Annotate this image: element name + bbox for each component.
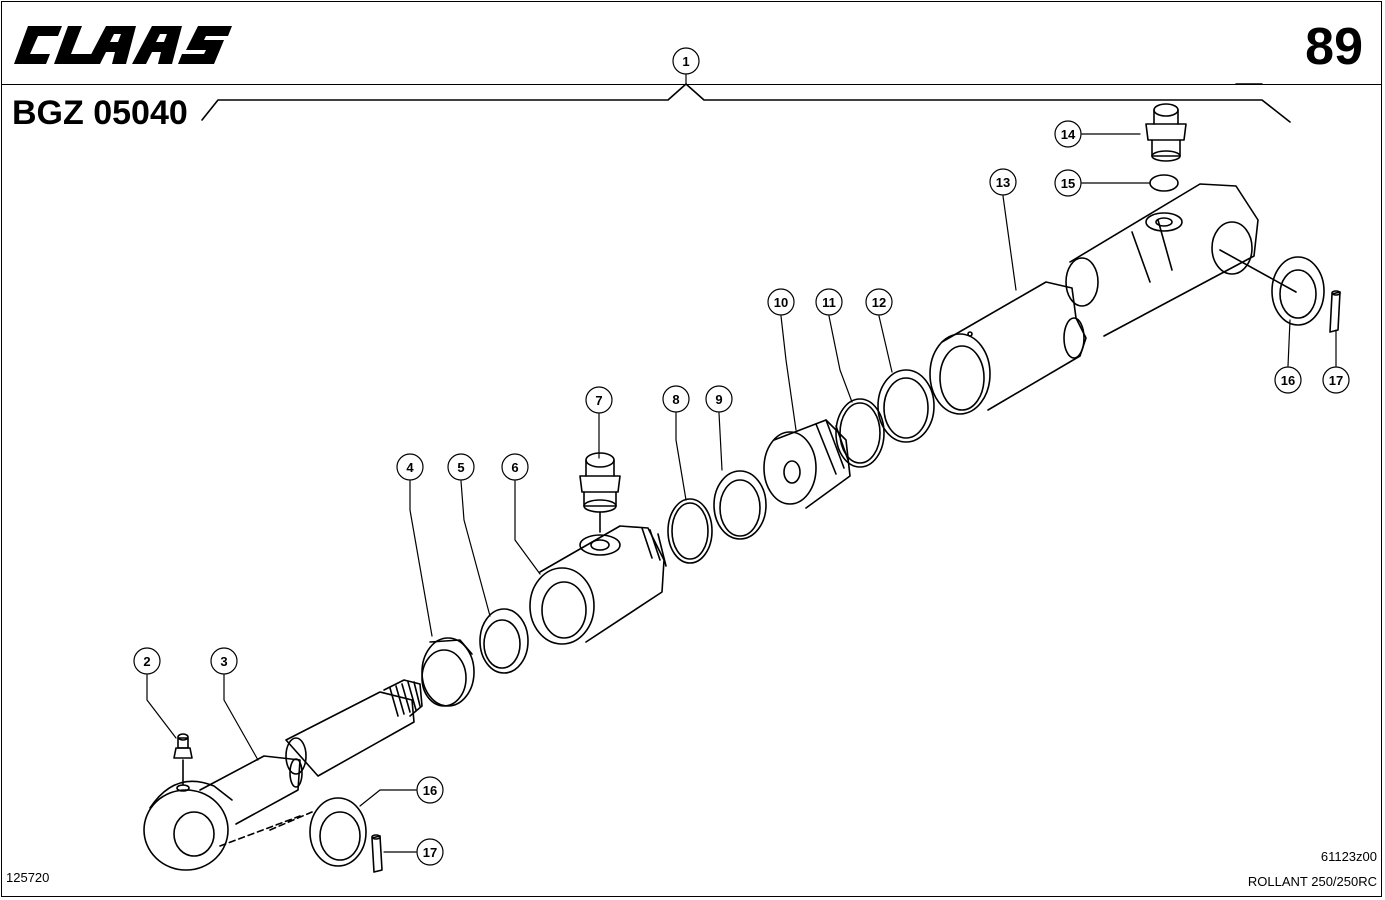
piston-seal-inner (839, 402, 881, 464)
svg-text:14: 14 (1061, 127, 1076, 142)
svg-text:16: 16 (1281, 373, 1295, 388)
pin-left-part (371, 834, 383, 873)
fitting-top-part (1145, 103, 1187, 162)
o-ring-inner (671, 502, 709, 560)
backup-ring-part (713, 470, 767, 540)
svg-text:7: 7 (595, 393, 602, 408)
svg-text:17: 17 (423, 845, 437, 860)
callout-17-right: 17 (1322, 366, 1350, 394)
rod-seal-part (479, 608, 529, 674)
cylinder-tube-part (929, 183, 1259, 415)
svg-text:11: 11 (822, 295, 836, 310)
callout-16-left: 16 (416, 776, 444, 804)
callout-3: 3 (210, 647, 238, 675)
piston-part (763, 419, 851, 509)
fitting-o-ring-part (1149, 174, 1179, 192)
callout-10: 10 (767, 288, 795, 316)
drawing-reference: 61123z00 (1320, 849, 1377, 864)
group-code: BGZ 05040 (12, 94, 188, 132)
assembly-bracket (201, 83, 1291, 123)
svg-text:15: 15 (1061, 176, 1075, 191)
svg-text:4: 4 (406, 460, 414, 475)
callout-13: 13 (989, 168, 1017, 196)
svg-text:12: 12 (872, 295, 886, 310)
page-number: 89 (1305, 18, 1363, 76)
callout-14: 14 (1054, 120, 1082, 148)
callout-16-right: 16 (1274, 366, 1302, 394)
callout-11: 11 (815, 288, 843, 316)
o-ring-part (667, 498, 713, 564)
piston-seal-part (835, 398, 885, 468)
callout-12: 12 (865, 288, 893, 316)
callout-15: 15 (1054, 169, 1082, 197)
guide-bush-part (529, 525, 667, 645)
bushing-left-part (309, 797, 367, 867)
header-divider (1, 84, 1382, 85)
claas-logo (14, 26, 232, 64)
svg-text:6: 6 (511, 460, 518, 475)
leader-lines (146, 73, 1337, 853)
machine-model: ROLLANT 250/250RC (1247, 874, 1377, 889)
wiper-ring-part (421, 637, 475, 707)
callout-7: 7 (585, 386, 613, 414)
callout-17-left: 17 (416, 838, 444, 866)
callout-2: 2 (133, 647, 161, 675)
callouts: 1 2 3 4 5 6 7 8 9 10 11 12 13 14 15 16 1… (133, 47, 1350, 866)
pin-right-part (1329, 290, 1341, 333)
bushing-right-part (1271, 256, 1325, 326)
guide-ring-part (877, 369, 935, 443)
callout-8: 8 (662, 385, 690, 413)
callout-1: 1 (672, 47, 700, 75)
axis-line-right (1219, 249, 1297, 293)
svg-text:1: 1 (682, 54, 689, 69)
hydraulic-fitting-part (579, 452, 621, 533)
svg-text:5: 5 (457, 460, 464, 475)
callout-6: 6 (501, 453, 529, 481)
svg-text:8: 8 (672, 392, 679, 407)
svg-text:13: 13 (996, 175, 1010, 190)
axis-line (219, 811, 313, 847)
svg-text:10: 10 (774, 295, 788, 310)
figure-reference: 125720 (6, 870, 50, 885)
svg-text:2: 2 (143, 654, 150, 669)
grease-nipple-part (173, 733, 193, 792)
callout-9: 9 (705, 385, 733, 413)
svg-text:16: 16 (423, 783, 437, 798)
callout-4: 4 (396, 453, 424, 481)
callout-5: 5 (447, 453, 475, 481)
svg-text:17: 17 (1329, 373, 1343, 388)
svg-text:9: 9 (715, 392, 722, 407)
svg-text:3: 3 (220, 654, 227, 669)
